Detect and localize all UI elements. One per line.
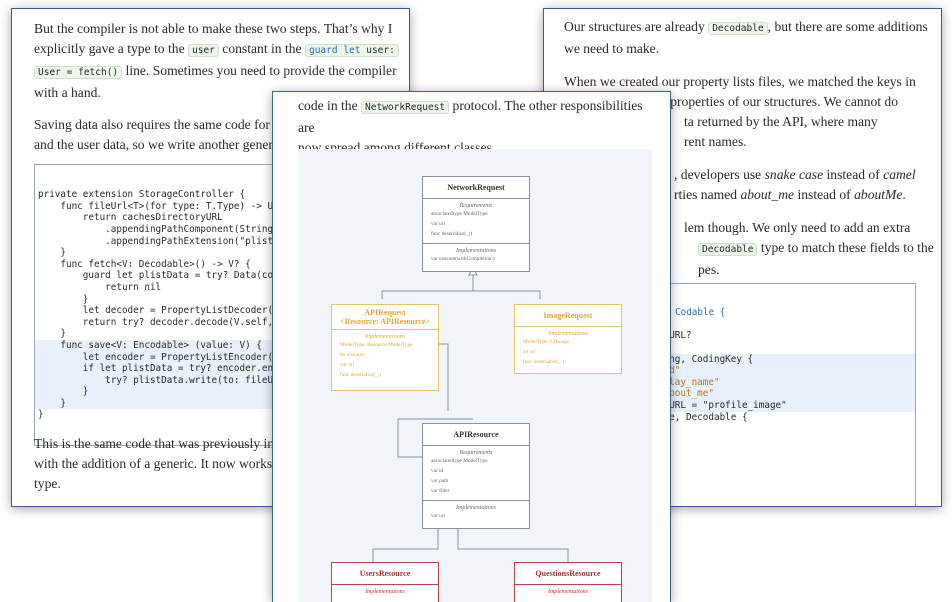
- right-code-block: Codable {?: URL??ring, CodingKey {_id"sp…: [654, 283, 916, 506]
- uml-image-request: ImageRequest Implementations ModelType: …: [514, 304, 622, 374]
- left-paragraph-3: This is the same code that was previousl…: [34, 436, 290, 491]
- right-paragraph-3: , developers use snake case instead of c…: [674, 167, 916, 202]
- uml-users-resource: UsersResource Implementations: [331, 562, 439, 602]
- uml-api-request: APIRequest<Resource: APIResource> Implem…: [331, 304, 439, 391]
- uml-questions-resource: QuestionsResource Implementations: [514, 562, 622, 602]
- uml-api-resource: APIResource Requirements associatedtype …: [422, 423, 530, 529]
- left-paragraph-2: Saving data also requires the same code …: [34, 117, 287, 152]
- right-paragraph-4: lem though. We only need to add an extra…: [684, 220, 934, 277]
- right-paragraph-1: Our structures are already Decodable, bu…: [564, 19, 928, 56]
- left-paragraph-1: But the compiler is not able to make the…: [34, 19, 404, 103]
- front-page: code in the NetworkRequest protocol. The…: [272, 91, 671, 602]
- uml-network-request: NetworkRequest Requirements associatedty…: [422, 176, 530, 272]
- uml-diagram: NetworkRequest Requirements associatedty…: [298, 149, 652, 602]
- right-paragraph-2: When we created our property lists files…: [564, 74, 916, 149]
